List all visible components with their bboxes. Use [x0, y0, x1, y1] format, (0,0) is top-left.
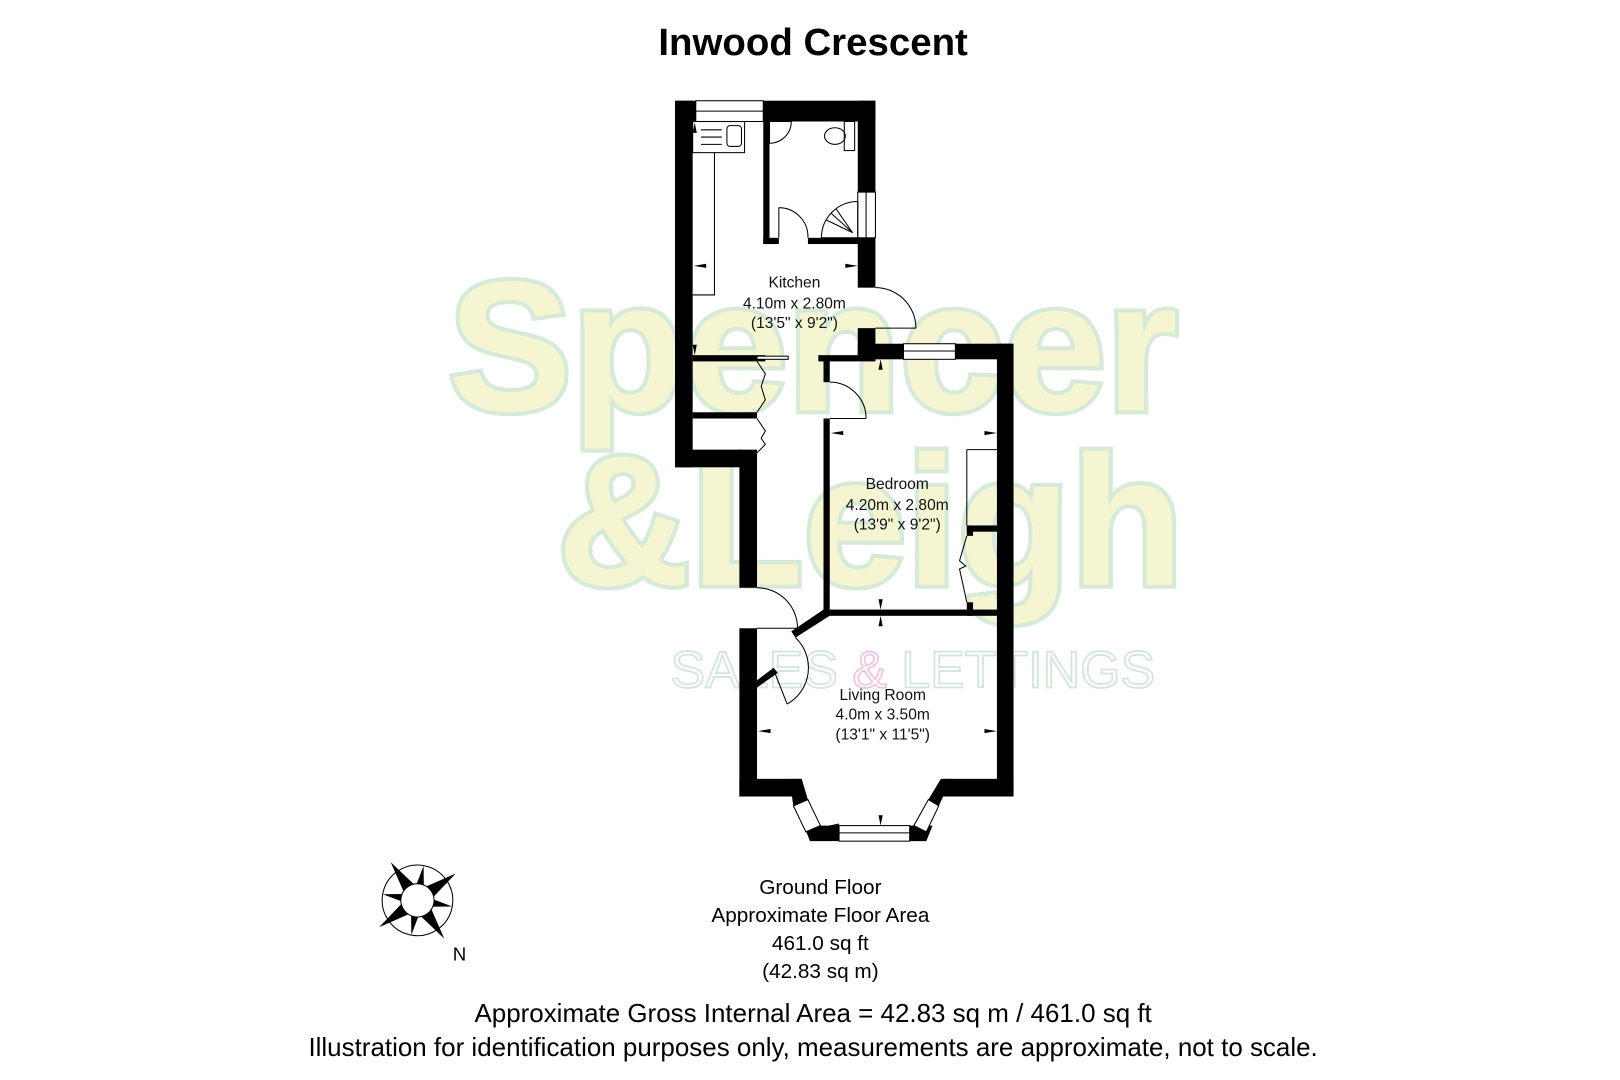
room-metric: 4.20m x 2.80m — [846, 497, 949, 514]
watermark-line2: &Leigh — [557, 419, 1183, 625]
compass-rose-icon — [379, 862, 456, 939]
page-title: Inwood Crescent — [658, 21, 968, 64]
windows — [695, 100, 956, 842]
room-bedroom: Bedroom 4.20m x 2.80m (13'9" x 9'2") — [846, 476, 949, 534]
floor-name: Ground Floor — [759, 876, 881, 899]
room-imperial: (13'1" x 11'5") — [835, 726, 930, 743]
floor-summary: Ground Floor Approximate Floor Area 461.… — [711, 876, 929, 983]
room-name: Bedroom — [866, 476, 929, 493]
floor-area-sqft: 461.0 sq ft — [772, 932, 869, 955]
dimension-markers — [692, 122, 997, 826]
room-name: Kitchen — [768, 275, 820, 292]
compass-north-label: N — [453, 944, 467, 965]
watermark: Spencer &Leigh SALES & LETTINGS — [444, 240, 1187, 700]
floor-area-label: Approximate Floor Area — [711, 904, 929, 927]
room-living-room: Living Room 4.0m x 3.50m (13'1" x 11'5") — [835, 687, 930, 743]
room-metric: 4.0m x 3.50m — [836, 707, 930, 724]
room-name: Living Room — [839, 687, 925, 704]
disclaimer-text: Illustration for identification purposes… — [308, 1032, 1317, 1062]
room-imperial: (13'5" x 9'2") — [751, 315, 838, 332]
watermark-line3: SALES & LETTINGS — [670, 641, 1155, 699]
fixtures — [692, 120, 998, 705]
room-kitchen: Kitchen 4.10m x 2.80m (13'5" x 9'2") — [743, 275, 846, 333]
walls — [675, 100, 1014, 842]
room-metric: 4.10m x 2.80m — [743, 295, 846, 312]
floor-area-sqm: (42.83 sq m) — [762, 960, 878, 983]
watermark-line1: Spencer — [448, 244, 1177, 450]
gross-area-text: Approximate Gross Internal Area = 42.83 … — [474, 998, 1152, 1028]
room-imperial: (13'9" x 9'2") — [854, 517, 941, 534]
